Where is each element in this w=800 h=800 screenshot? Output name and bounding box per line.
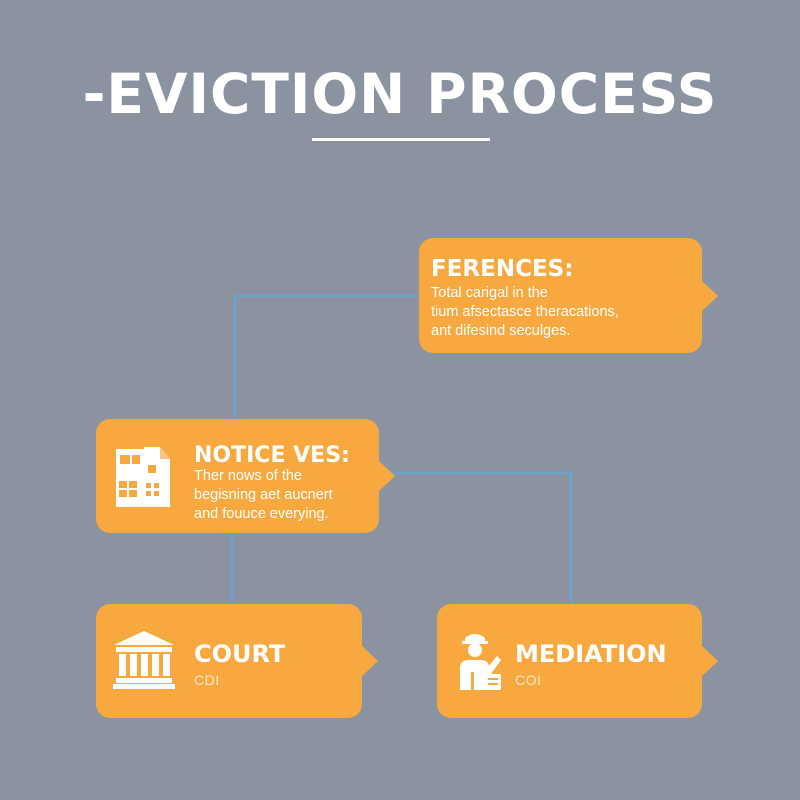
mediator-person-icon (455, 628, 505, 697)
ferences-description: Total carigal in the tium afsectasce the… (431, 284, 619, 341)
court-subtitle: CDI (194, 672, 220, 688)
courthouse-icon (112, 629, 176, 694)
notice-title: NOTICE VES: (194, 443, 350, 468)
ferences-node: FERENCES: Total carigal in the tium afse… (419, 238, 718, 353)
mediation-node: MEDIATION COI (437, 604, 718, 718)
notice-line: and fouuce everying. (194, 506, 329, 522)
notice-description: Ther nows of the begisning aet aucnert a… (194, 467, 333, 524)
connector-notice-to-mediation (379, 471, 573, 604)
court-title: COURT (194, 640, 286, 668)
mediation-subtitle: COI (515, 672, 542, 688)
page-title: -EVICTION PROCESS (82, 62, 718, 126)
title-underline (312, 138, 490, 141)
mediation-title: MEDIATION (515, 640, 667, 668)
notice-node: NOTICE VES: Ther nows of the begisning a… (96, 419, 395, 533)
ferences-line: Total carigal in the (431, 285, 548, 301)
notice-line: begisning aet aucnert (194, 487, 333, 503)
document-building-icon (114, 443, 174, 514)
court-node: COURT CDI (96, 604, 378, 718)
connector-notice-to-ferences (233, 294, 419, 419)
ferences-line: ant difesind seculges. (431, 323, 571, 339)
ferences-line: tium afsectasce theracations, (431, 304, 619, 320)
ferences-title: FERENCES: (431, 256, 574, 282)
notice-line: Ther nows of the (194, 468, 302, 484)
